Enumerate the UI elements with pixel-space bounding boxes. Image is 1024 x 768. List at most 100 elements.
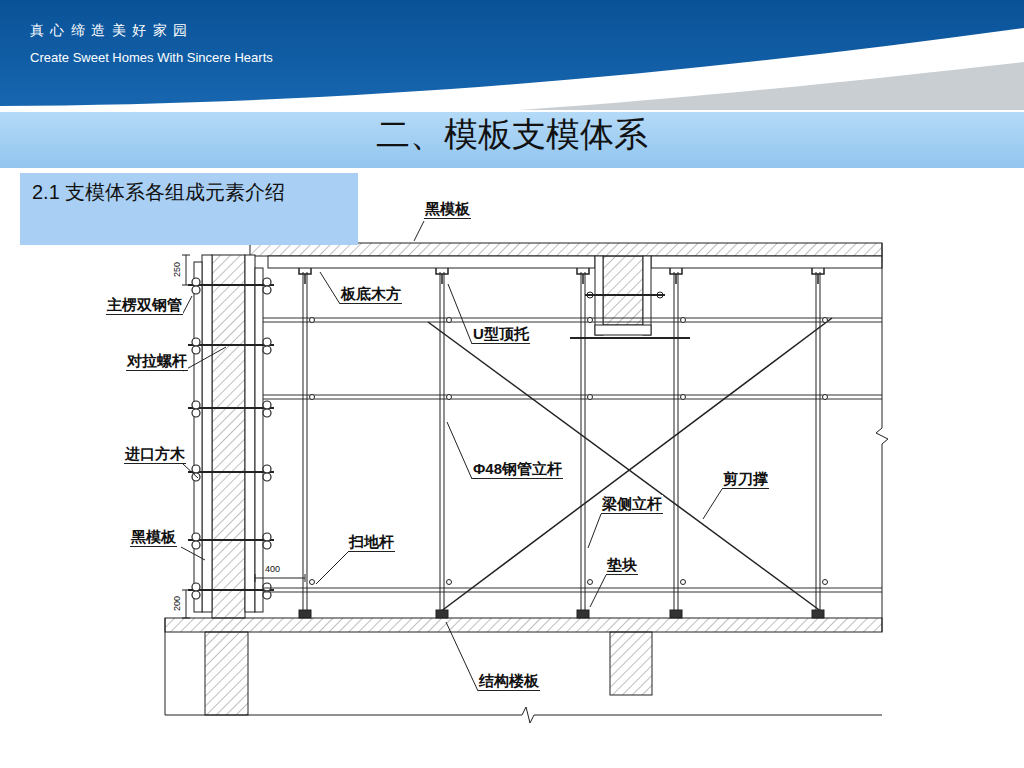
- header-band: [0, 28, 1024, 110]
- part-label: 结构楼板: [478, 672, 540, 691]
- formwork-drawing: [310, 395, 315, 400]
- formwork-drawing: [823, 395, 828, 400]
- header-band: 真 心 缔 造 美 好 家 园Create Sweet Homes With S…: [0, 0, 1024, 108]
- formwork-drawing: [590, 575, 606, 607]
- header-band: [520, 62, 1024, 110]
- part-label: 板底木方: [340, 285, 402, 304]
- formwork-drawing: [186, 590, 187, 618]
- formwork-drawing: [436, 610, 448, 618]
- formwork-drawing: [188, 285, 274, 590]
- formwork-drawing: [587, 292, 593, 298]
- formwork-drawing: [577, 268, 589, 284]
- formwork-drawing: [263, 399, 882, 400]
- formwork-drawing: [182, 590, 190, 591]
- formwork-drawing: [577, 610, 589, 618]
- formwork-drawing: [188, 407, 274, 409]
- formwork-drawing: [440, 318, 832, 612]
- part-label: 梁侧立杆: [601, 495, 663, 514]
- formwork-drawing: [823, 318, 828, 323]
- formwork-drawing: [316, 552, 348, 584]
- header-band: [0, 44, 1024, 110]
- formwork-drawing: [299, 610, 824, 618]
- formwork-drawing: [263, 592, 882, 593]
- dimension: 400: [265, 564, 280, 575]
- formwork-drawing: [299, 610, 311, 618]
- formwork-drawing: [192, 541, 200, 549]
- formwork-drawing: [448, 284, 472, 344]
- formwork-drawing: [263, 473, 271, 481]
- formwork-drawing: [595, 325, 651, 335]
- formwork-drawing: [681, 395, 686, 400]
- formwork-drawing: [657, 292, 663, 298]
- formwork-drawing: [310, 580, 315, 585]
- formwork-drawing: [823, 580, 828, 585]
- dimension: 250: [172, 262, 183, 277]
- formwork-drawing: [670, 610, 682, 618]
- formwork-drawing: [440, 272, 441, 610]
- formwork-drawing: [678, 272, 679, 610]
- formwork-drawing: [436, 268, 448, 284]
- formwork-drawing: [588, 514, 601, 548]
- formwork-drawing: [182, 285, 190, 286]
- formwork-drawing: [570, 337, 690, 339]
- formwork-drawing: [428, 322, 822, 612]
- formwork-drawing: [188, 471, 274, 473]
- formwork-drawing: [299, 268, 311, 284]
- formwork-drawing: [299, 268, 824, 284]
- formwork-drawing: [268, 256, 595, 268]
- formwork-drawing: [651, 256, 882, 268]
- formwork-drawing: [202, 255, 212, 612]
- formwork-drawing: [581, 272, 582, 610]
- formwork-drawing: [263, 322, 882, 323]
- title-band: [0, 112, 1024, 168]
- formwork-drawing: [263, 346, 271, 354]
- node-heading: 真 心 缔 造 美 好 家 园: [30, 22, 1024, 40]
- formwork-drawing: [414, 221, 424, 241]
- formwork-drawing: [820, 272, 821, 610]
- formwork-drawing: [165, 221, 888, 723]
- formwork-drawing: [192, 286, 200, 294]
- formwork-drawing: [263, 318, 882, 592]
- part-label: 进口方木: [124, 445, 186, 464]
- section-box: 2.1 支模体系各组成元素介绍: [20, 173, 358, 245]
- formwork-drawing: [263, 318, 882, 319]
- formwork-drawing: [263, 395, 882, 396]
- formwork-drawing: [192, 409, 200, 417]
- part-label: 扫地杆: [348, 533, 395, 552]
- formwork-drawing: [212, 255, 245, 618]
- formwork-drawing: [165, 618, 166, 715]
- formwork-drawing: [188, 344, 274, 346]
- formwork-drawing: [255, 574, 256, 582]
- formwork-drawing: [310, 318, 828, 585]
- formwork-drawing: [183, 347, 226, 371]
- formwork-drawing: [183, 464, 198, 478]
- formwork-drawing: [681, 318, 686, 323]
- formwork-drawing: [588, 580, 593, 585]
- formwork-drawing: [447, 422, 472, 479]
- part-label: U型顶托: [472, 325, 530, 344]
- formwork-drawing: [263, 465, 271, 473]
- node-heading: 2.1 支模体系各组成元素介绍: [32, 179, 348, 205]
- formwork-drawing: [192, 465, 200, 473]
- title-band: [0, 112, 1024, 168]
- formwork-drawing: [263, 533, 271, 541]
- part-label: 对拉螺杆: [126, 352, 188, 371]
- formwork-drawing: [670, 268, 682, 284]
- formwork-drawing: [447, 318, 452, 323]
- formwork-drawing: [263, 401, 271, 409]
- formwork-drawing: [447, 580, 452, 585]
- formwork-drawing: [263, 541, 271, 549]
- formwork-drawing: [194, 262, 202, 612]
- formwork-drawing: [192, 401, 200, 409]
- part-label: Φ48钢管立杆: [472, 460, 563, 479]
- formwork-drawing: [192, 583, 200, 591]
- formwork-drawing: [303, 272, 820, 610]
- formwork-drawing: [181, 547, 205, 560]
- formwork-drawing: [588, 395, 593, 400]
- slide-title: 二、模板支模体系: [0, 112, 1024, 168]
- part-label: 主楞双钢管: [106, 296, 183, 315]
- formwork-drawing: [444, 272, 445, 610]
- formwork-drawing: [681, 580, 686, 585]
- formwork-drawing: [447, 395, 452, 400]
